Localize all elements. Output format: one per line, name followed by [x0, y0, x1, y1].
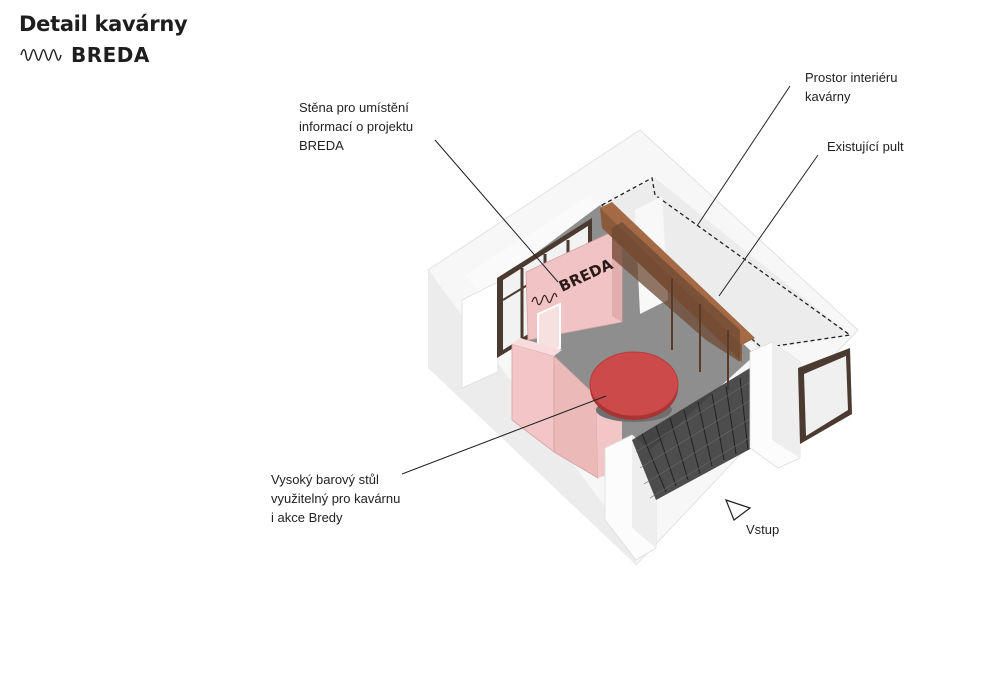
leader-lines [401, 85, 819, 475]
leader-counter [718, 154, 819, 297]
squiggle-logo-icon [20, 49, 62, 61]
leader-wall [434, 139, 559, 283]
brand-logo: BREDA [19, 43, 150, 67]
leader-interior [696, 85, 791, 227]
back-right-wall [602, 178, 850, 350]
bar-table [589, 351, 679, 417]
right-column-side [772, 342, 800, 458]
left-wall-face [461, 281, 499, 389]
existing-counter [612, 222, 740, 362]
doorway [537, 302, 561, 358]
leader-table [401, 395, 607, 475]
brand-name: BREDA [71, 43, 150, 67]
label-interior: Prostor interiéru kavárny [805, 70, 898, 104]
back-left-wall [466, 195, 600, 295]
right-window-glass [804, 356, 848, 436]
grille-gate [632, 368, 752, 500]
triangle-arrow-icon [724, 499, 752, 521]
grille-bars [641, 377, 749, 493]
pink-divider-top [512, 338, 562, 356]
label-counter: Existující pult [827, 139, 904, 154]
label-entrance: Vstup [746, 522, 780, 537]
label-table: Vysoký barový stůl využitelný pro kavárn… [271, 472, 401, 525]
wall-squiggle-icon [531, 292, 558, 306]
label-wall: Stěna pro umístění informací o projektu … [299, 100, 414, 153]
page-title: Detail kavárny [19, 12, 188, 36]
